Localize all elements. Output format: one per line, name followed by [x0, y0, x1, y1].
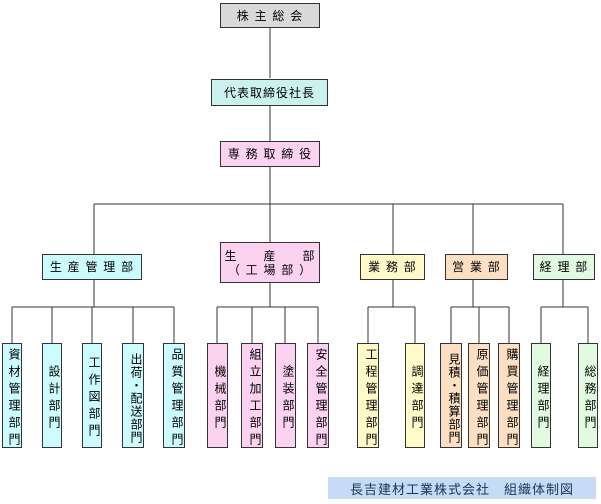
production-management-dept: 生 産 管 理 部: [42, 254, 142, 280]
general-affairs-dept: 業 務 部: [360, 254, 425, 280]
section-shipping-delivery: 出荷・配送部門: [122, 343, 144, 448]
section-accounting: 経理部門: [531, 343, 551, 448]
section-assembly-processing: 組立加工部門: [241, 343, 263, 450]
section-general-affairs: 総務部門: [578, 343, 598, 448]
production-dept: 生 産 部 （ 工 場 部 ）: [220, 242, 320, 283]
section-estimation: 見積・積算部門: [440, 343, 462, 448]
org-chart-caption: 長吉建材工業株式会社 組織体制図: [328, 477, 596, 499]
section-working-drawing: 工作図部門: [82, 343, 102, 448]
section-machinery: 機械部門: [207, 343, 228, 448]
section-safety-management: 安全管理部門: [307, 343, 329, 450]
managing-director-box: 専 務 取 締 役: [220, 141, 320, 167]
section-process-management: 工程管理部門: [357, 343, 379, 450]
section-design: 設計部門: [42, 343, 62, 448]
section-purchasing-management: 購買管理部門: [498, 343, 520, 450]
shareholders-meeting-box: 株 主 総 会: [220, 3, 320, 28]
section-materials-management: 資材管理部門: [2, 343, 22, 450]
section-cost-management: 原価管理部門: [468, 343, 490, 450]
section-painting: 塗装部門: [275, 343, 296, 448]
sales-dept: 営 業 部: [445, 254, 508, 280]
section-quality-management: 品質管理部門: [163, 343, 185, 450]
accounting-dept: 経 理 部: [533, 254, 595, 280]
president-box: 代表取締役社長: [211, 79, 328, 106]
section-procurement: 調達部門: [405, 343, 425, 448]
